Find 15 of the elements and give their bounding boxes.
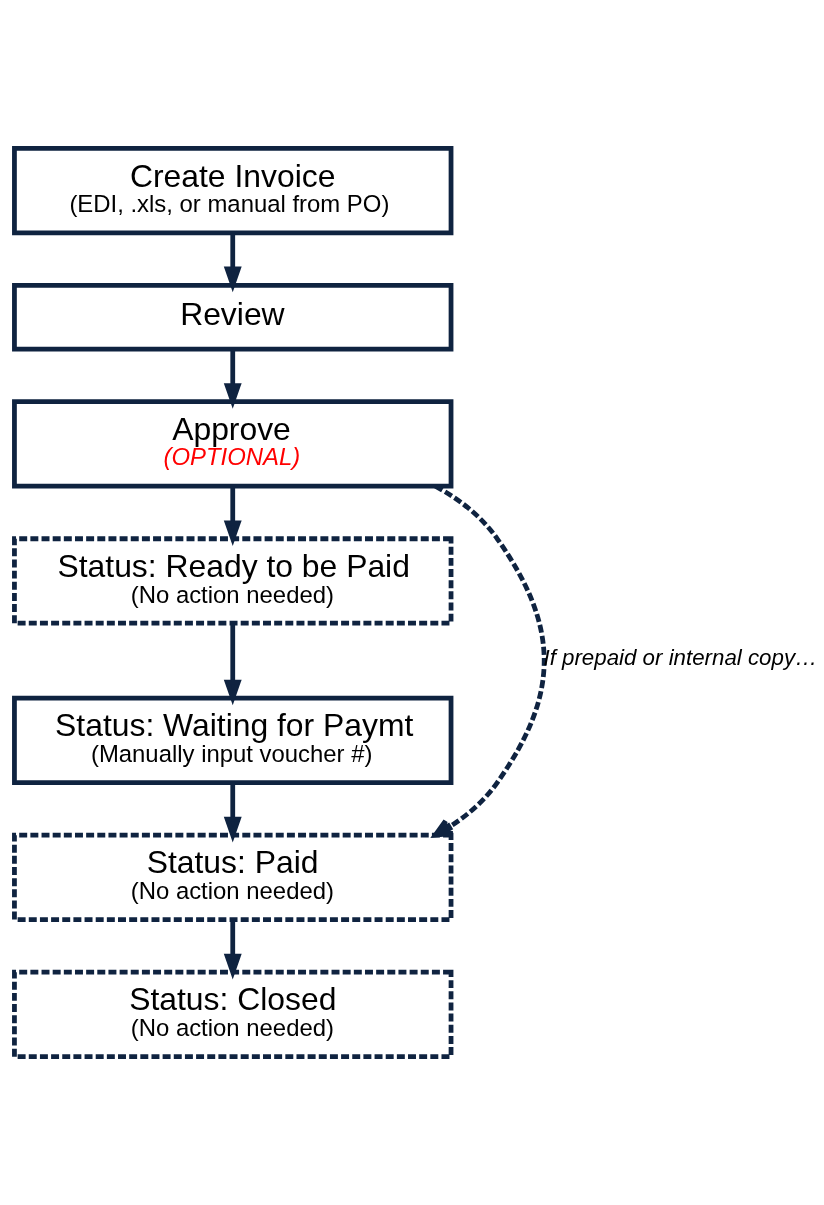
node-box: Status: Waiting for Paymt (Manually input voucher #)	[12, 695, 454, 785]
node-box: Status: Paid (No action needed)	[12, 832, 454, 922]
arrow	[432, 484, 547, 838]
arrow	[223, 782, 242, 843]
arrow	[223, 486, 242, 546]
node-box: Status: Ready to be Paid (No action needed)	[12, 536, 454, 626]
arrow	[223, 233, 242, 293]
node-box: Status: Closed (No action needed)	[12, 969, 454, 1060]
arrow	[223, 623, 242, 706]
node-box: Review	[12, 283, 454, 352]
arrow	[223, 919, 242, 980]
node-box: Approve (OPTIONAL)	[12, 399, 454, 489]
arrow	[223, 349, 242, 409]
edge-label: If prepaid or internal copy…	[543, 644, 818, 670]
node-box: Create Invoice (EDI, .xls, or manual from PO)	[12, 146, 454, 236]
